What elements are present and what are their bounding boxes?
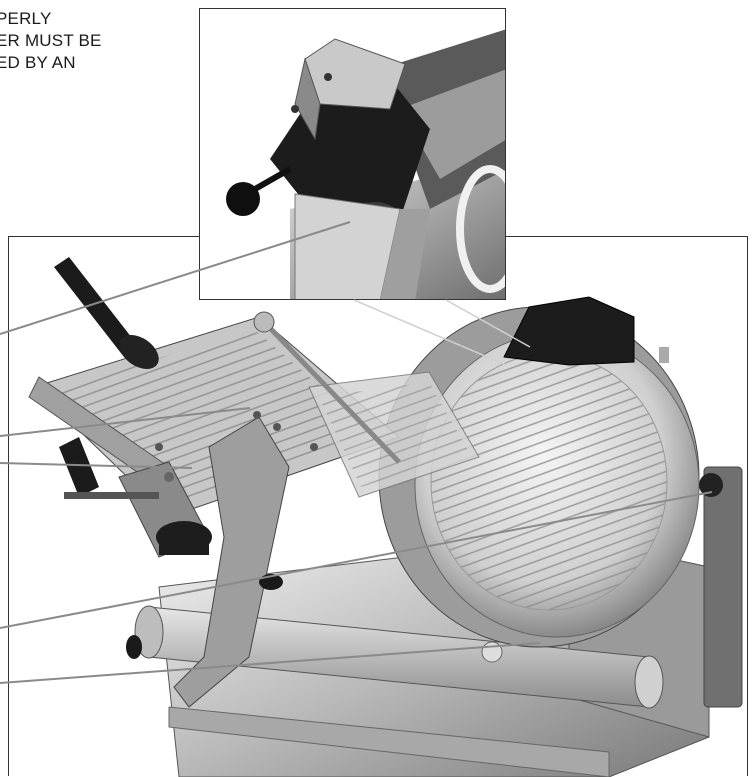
pusher-handle — [54, 257, 401, 464]
front-rail — [134, 605, 664, 777]
screws — [155, 411, 318, 482]
blade-assembly — [378, 296, 723, 663]
inset-photo-frame — [199, 8, 506, 300]
inset-projection-right — [445, 299, 531, 348]
callout-leader-4 — [0, 491, 713, 629]
warning-line-2: ER MUST BE — [0, 31, 102, 50]
callout-leader-5 — [0, 642, 541, 684]
warning-line-1: PERLY — [0, 9, 52, 28]
inset-projection-left — [353, 299, 507, 366]
sharpener-detail-illustration — [226, 29, 505, 299]
warning-text: PERLY ER MUST BE ED BY AN — [0, 8, 166, 74]
callout-leader-3 — [0, 462, 193, 469]
callout-leader-1 — [0, 221, 351, 335]
warning-line-3: ED BY AN — [0, 53, 76, 72]
callout-leader-2 — [0, 407, 251, 437]
